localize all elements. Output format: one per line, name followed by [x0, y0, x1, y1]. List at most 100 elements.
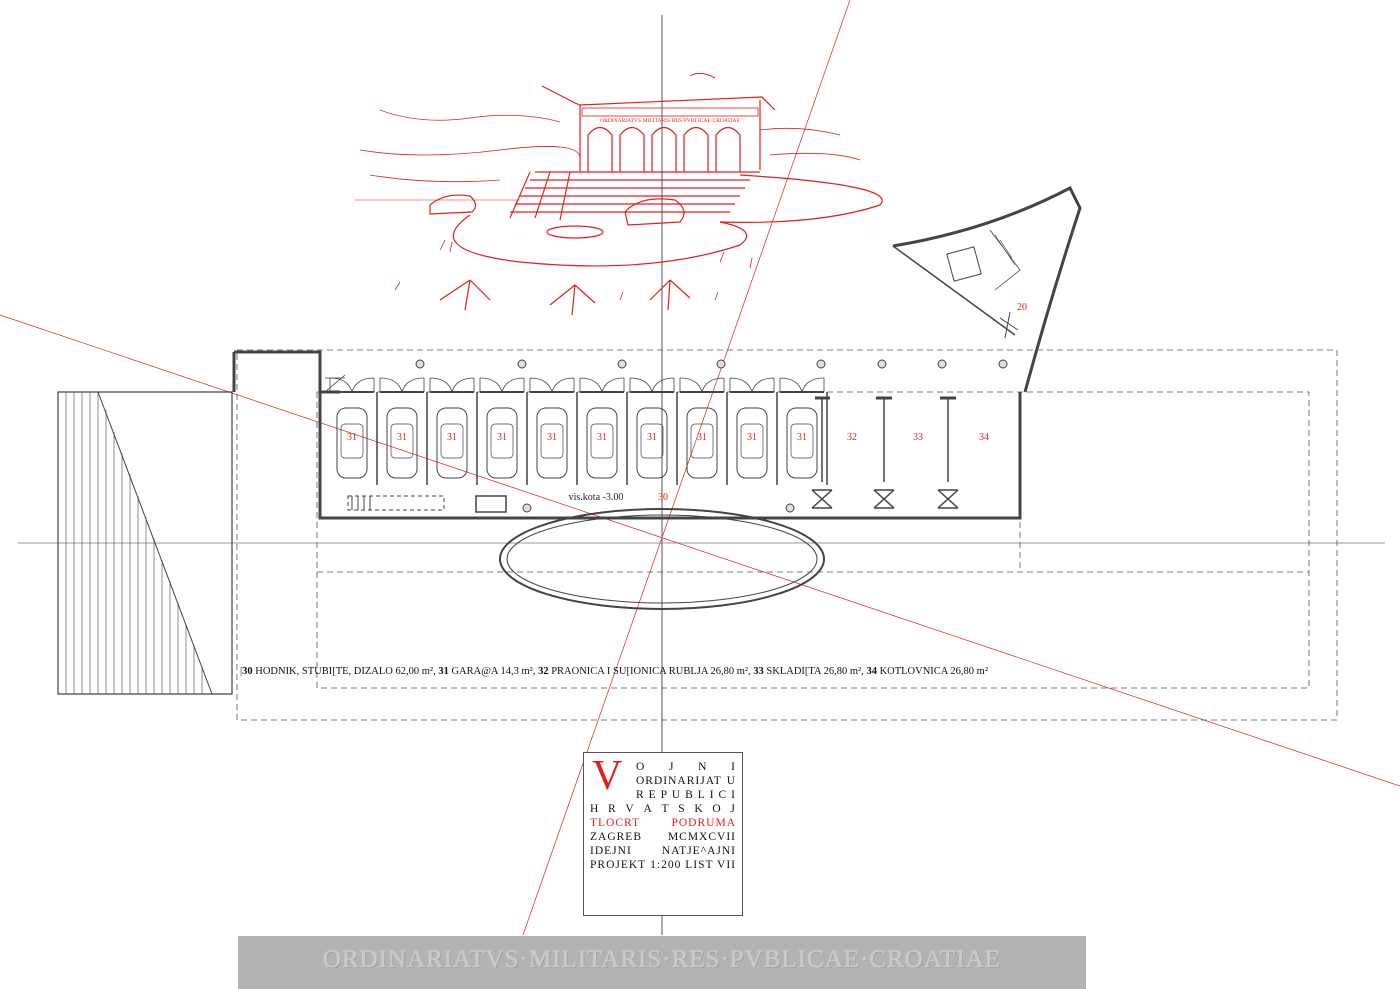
driveway-ellipse-inner [506, 514, 818, 604]
title-token: K [694, 803, 704, 815]
garage-stall: 31 [329, 377, 378, 485]
title-token: IDEJNI [590, 845, 632, 857]
car-outline [736, 407, 768, 479]
garage-label: 31 [547, 432, 557, 443]
dashed-outlines [236, 349, 1338, 721]
garage-stall: 31 [729, 377, 778, 485]
title-initial: V [592, 753, 623, 799]
title-token: 1:200 [650, 859, 682, 871]
legend-number: 30 [242, 666, 256, 677]
title-token: TLOCRT [590, 817, 641, 829]
room-20-label: 20 [1017, 302, 1027, 313]
title-row-2: ORDINARIJAT U [636, 775, 736, 787]
title-token: B [685, 789, 694, 801]
title-token: MCMXCVII [667, 831, 736, 843]
legend-number: 31 [438, 666, 452, 677]
room-32-label: 32 [847, 432, 857, 443]
level-label: vis.kota -3.00 [569, 492, 624, 503]
title-token: P [660, 789, 668, 801]
garage-label: 31 [397, 432, 407, 443]
title-token: I [731, 761, 736, 773]
title-token: PROJEKT [590, 859, 647, 871]
car-outline [786, 407, 818, 479]
title-token: ZAGREB [590, 831, 642, 843]
garage-stall: 31 [429, 377, 478, 485]
garage-stall: 31 [529, 377, 578, 485]
legend-text: PRAONICA I SU[IONICA RUBLJA 26,80 m², [551, 666, 754, 677]
garage-label: 31 [597, 432, 607, 443]
title-token: LIST VII [685, 859, 736, 871]
title-token: O [712, 803, 722, 815]
title-token: U [726, 775, 736, 787]
title-token: NATJE^AJNI [661, 845, 736, 857]
title-token: V [625, 803, 635, 815]
stair-elevator [347, 495, 507, 513]
title-token: O [636, 761, 646, 773]
title-token: J [668, 761, 675, 773]
garage-label: 31 [797, 432, 807, 443]
title-token: ORDINARIJAT [636, 775, 722, 787]
car-outline [386, 407, 418, 479]
garage-stall: 31 [379, 377, 428, 485]
garage-label: 31 [497, 432, 507, 443]
title-token: T [661, 803, 670, 815]
perspective-sketch [355, 72, 883, 316]
room-legend: |30 HODNIK, STUBI[TE, DIZALO 62,00 m², 3… [240, 666, 1120, 677]
red-perspective-line-1 [0, 314, 1400, 787]
title-token: C [718, 789, 728, 801]
title-token: R [608, 803, 617, 815]
title-token: S [678, 803, 686, 815]
title-token: E [648, 789, 657, 801]
legend-text: GARA@A 14,3 m², [451, 666, 539, 677]
car-outline [536, 407, 568, 479]
title-row-5: TLOCRT PODRUMA [590, 817, 736, 829]
title-token: I [709, 789, 715, 801]
legend-prefix: | [240, 666, 243, 677]
garage-label: 31 [747, 432, 757, 443]
garage-label: 31 [697, 432, 707, 443]
title-token: H [590, 803, 600, 815]
title-row-7: IDEJNI NATJE^AJNI [590, 845, 736, 857]
legend-text: SKLADI[TA 26,80 m², [766, 666, 867, 677]
footer-banner: ORDINARIATVS·MILITARIS·RES·PVBLICAE·CROA… [238, 936, 1086, 989]
facade-inscription: ORDINARIATVS·MILITARIS·RES·PVBLICAE·CROA… [600, 118, 740, 124]
garage-stalls: 31 31 31 31 31 31 31 31 31 31 [329, 377, 828, 485]
title-token: J [730, 803, 736, 815]
legend-number: 32 [538, 666, 552, 677]
legend-number: 33 [753, 666, 767, 677]
garage-stall: 31 [679, 377, 728, 485]
footer-inscription: ORDINARIATVS·MILITARIS·RES·PVBLICAE·CROA… [322, 946, 1002, 973]
car-outline [636, 407, 668, 479]
title-token: PODRUMA [671, 817, 736, 829]
car-outline [436, 407, 468, 479]
title-token: U [671, 789, 682, 801]
room-33-label: 33 [913, 432, 923, 443]
garage-stall: 31 [579, 377, 628, 485]
legend-text: HODNIK, STUBI[TE, DIZALO 62,00 m², [255, 666, 439, 677]
title-token: R [636, 789, 645, 801]
door-swings [324, 374, 346, 393]
basement-walls [232, 350, 1022, 520]
driveway-ellipse [499, 508, 825, 610]
wedge-room [892, 185, 1082, 393]
garage-label: 31 [347, 432, 357, 443]
garage-label: 31 [647, 432, 657, 443]
title-token: A [643, 803, 653, 815]
car-outline [586, 407, 618, 479]
columns [415, 359, 1008, 513]
legend-text: KOTLOVNICA 26,80 m² [879, 666, 988, 677]
title-token: I [731, 789, 736, 801]
garage-stall: 31 [779, 377, 828, 485]
service-rooms [811, 396, 959, 509]
garage-stall: 31 [629, 377, 678, 485]
title-token: N [698, 761, 708, 773]
car-outline [336, 407, 368, 479]
room-34-label: 34 [979, 432, 989, 443]
car-outline [686, 407, 718, 479]
left-ramp-hatch [57, 391, 233, 695]
title-token: L [697, 789, 706, 801]
